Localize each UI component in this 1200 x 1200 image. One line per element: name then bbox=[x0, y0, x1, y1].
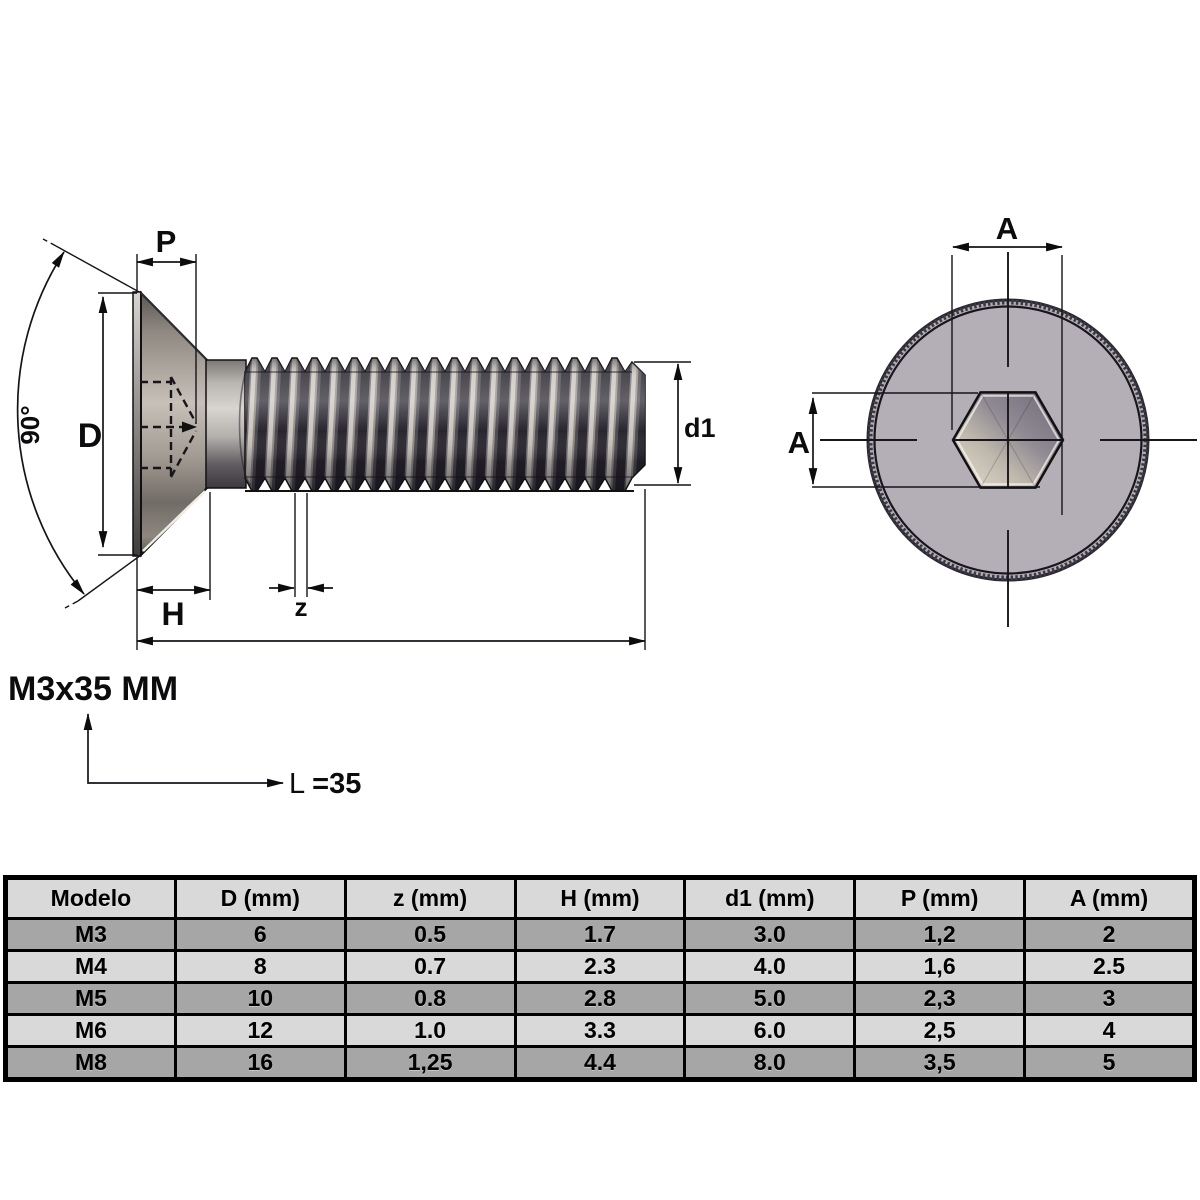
length-label: L bbox=[289, 768, 305, 800]
spec-cell: 6 bbox=[173, 917, 347, 952]
spec-cell: M4 bbox=[4, 949, 177, 984]
spec-cell: 3.3 bbox=[513, 1013, 687, 1048]
label-P: P bbox=[156, 224, 177, 259]
side-view: 90° bbox=[15, 224, 716, 650]
spec-cell: 5.0 bbox=[683, 981, 857, 1016]
spec-cell: M5 bbox=[4, 981, 177, 1016]
head-cone-highlight bbox=[142, 490, 206, 552]
spec-cell: 4.0 bbox=[683, 949, 857, 984]
label-z: z bbox=[295, 592, 308, 622]
column-header: d1 (mm) bbox=[683, 876, 857, 920]
spec-cell: 1.0 bbox=[343, 1013, 517, 1048]
spec-cell: 0.7 bbox=[343, 949, 517, 984]
angle-arc bbox=[16, 251, 85, 595]
spec-cell: 2,5 bbox=[853, 1013, 1027, 1048]
column-header: P (mm) bbox=[853, 876, 1027, 920]
spec-cell: M3 bbox=[4, 917, 177, 952]
end-view-extension-lines bbox=[812, 255, 1063, 515]
head-cone bbox=[140, 290, 208, 558]
threaded-shank-shading bbox=[245, 358, 645, 491]
spec-cell: 12 bbox=[173, 1013, 347, 1048]
spec-cell: 2,3 bbox=[853, 981, 1027, 1016]
callout-leader-line bbox=[83, 712, 285, 788]
label-A-top: A bbox=[996, 211, 1018, 246]
spec-cell: 16 bbox=[173, 1045, 347, 1081]
column-header: D (mm) bbox=[173, 876, 347, 920]
spec-cell: 2.5 bbox=[1023, 949, 1196, 984]
spec-cell: 6.0 bbox=[683, 1013, 857, 1048]
cone-extension-dash-top bbox=[42, 238, 57, 247]
spec-cell: 4 bbox=[1023, 1013, 1196, 1048]
cone-extension-dash-bottom bbox=[64, 600, 79, 609]
spec-cell: 1,6 bbox=[853, 949, 1027, 984]
length-callout: L=35 bbox=[289, 768, 361, 800]
spec-cell: 0.8 bbox=[343, 981, 517, 1016]
column-header: A (mm) bbox=[1023, 876, 1196, 920]
length-value: =35 bbox=[312, 768, 361, 800]
end-view: A A bbox=[788, 211, 1197, 627]
spec-cell: 8.0 bbox=[683, 1045, 857, 1081]
thread-runout-arc bbox=[238, 362, 252, 486]
spec-cell: 5 bbox=[1023, 1045, 1196, 1081]
cone-extension-line-bottom bbox=[77, 554, 142, 602]
spec-cell: 8 bbox=[173, 949, 347, 984]
label-A-left: A bbox=[788, 425, 810, 460]
column-header: Modelo bbox=[4, 876, 177, 920]
spec-cell: 10 bbox=[173, 981, 347, 1016]
spec-cell: 2.3 bbox=[513, 949, 687, 984]
label-D: D bbox=[78, 417, 103, 455]
callout: M3x35 MM L=35 bbox=[8, 670, 361, 800]
label-d1: d1 bbox=[684, 413, 716, 443]
spec-cell: M6 bbox=[4, 1013, 177, 1048]
spec-cell: 1,2 bbox=[853, 917, 1027, 952]
spec-cell: 0.5 bbox=[343, 917, 517, 952]
spec-cell: M8 bbox=[4, 1045, 177, 1081]
label-H: H bbox=[161, 596, 184, 632]
head-flat-face bbox=[132, 291, 142, 557]
spec-cell: 4.4 bbox=[513, 1045, 687, 1081]
angle-label: 90° bbox=[15, 405, 45, 444]
hidden-socket-outline bbox=[140, 376, 198, 478]
socket-depth-arrow bbox=[182, 421, 197, 433]
spec-cell: 3,5 bbox=[853, 1045, 1027, 1081]
spec-cell: 1,25 bbox=[343, 1045, 517, 1081]
model-designation: M3x35 MM bbox=[8, 670, 178, 708]
centerlines bbox=[820, 252, 1197, 627]
spec-cell: 3 bbox=[1023, 981, 1196, 1016]
column-header: H (mm) bbox=[513, 876, 687, 920]
screw-drawing: 90° bbox=[8, 211, 1197, 800]
spec-cell: 2 bbox=[1023, 917, 1196, 952]
cone-extension-line-top bbox=[55, 245, 142, 294]
spec-cell: 1.7 bbox=[513, 917, 687, 952]
column-header: z (mm) bbox=[343, 876, 517, 920]
spec-cell: 2.8 bbox=[513, 981, 687, 1016]
extension-lines bbox=[98, 254, 691, 650]
spec-cell: 3.0 bbox=[683, 917, 857, 952]
